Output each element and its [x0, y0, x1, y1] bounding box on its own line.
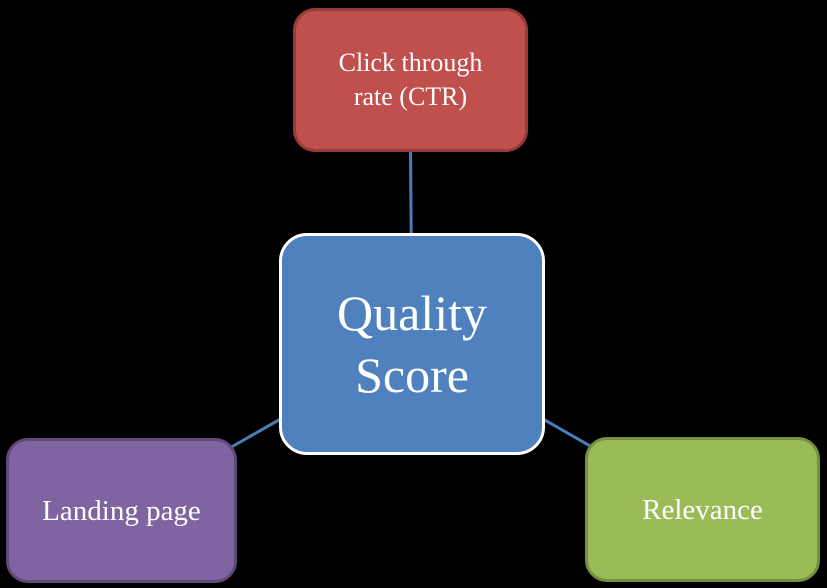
node-click-through-rate: Click through rate (CTR): [293, 8, 528, 152]
node-landing-page: Landing page: [6, 438, 237, 583]
node-relevance-label: Relevance: [642, 493, 763, 526]
node-quality-score: Quality Score: [279, 233, 545, 455]
node-landing-page-label: Landing page: [42, 494, 201, 527]
node-click-through-rate-label: Click through rate (CTR): [338, 48, 483, 111]
node-relevance: Relevance: [585, 437, 820, 582]
node-quality-score-label: Quality Score: [337, 285, 487, 403]
